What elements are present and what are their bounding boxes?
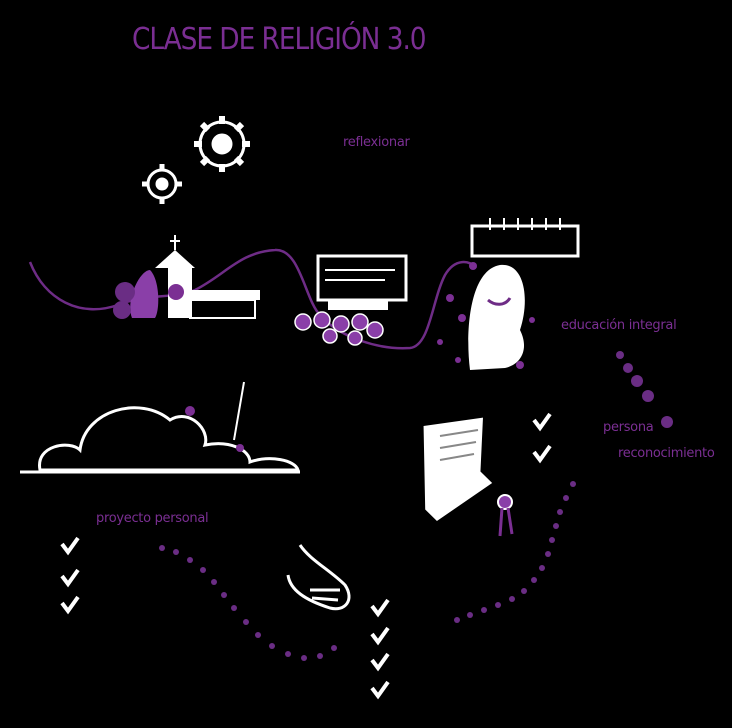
label-persona: persona bbox=[603, 420, 654, 435]
label-reconocimiento: reconocimiento bbox=[618, 446, 715, 461]
dot-trail bbox=[454, 481, 576, 623]
label-proyecto-personal: proyecto personal bbox=[96, 511, 209, 526]
dot-trail bbox=[616, 351, 654, 402]
laptop-icon bbox=[294, 254, 408, 346]
checkmark-icon bbox=[370, 598, 390, 700]
checkmark-icon bbox=[60, 536, 80, 615]
gear-icon bbox=[142, 164, 182, 204]
cloud-icon bbox=[20, 381, 301, 474]
dot-trail bbox=[159, 545, 337, 661]
diploma-scroll-icon bbox=[423, 417, 514, 537]
hand-icon bbox=[286, 544, 351, 611]
page-title: CLASE DE RELIGIÓN 3.0 bbox=[132, 22, 427, 57]
label-reflexionar: reflexionar bbox=[343, 135, 410, 150]
gear-icon bbox=[194, 116, 250, 172]
label-educacion-integral: educación integral bbox=[561, 318, 677, 333]
person-thinking-icon bbox=[437, 262, 535, 370]
checkmark-icon bbox=[532, 412, 552, 464]
calendar-icon bbox=[470, 218, 580, 258]
church-icon bbox=[113, 235, 260, 319]
